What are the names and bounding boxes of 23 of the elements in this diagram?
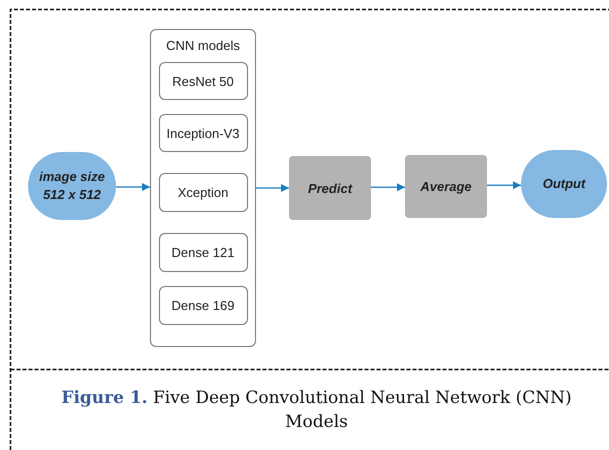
arrow (116, 183, 150, 191)
group-container (150, 29, 256, 347)
figure-caption: Figure 1. Five Deep Convolutional Neural Network (CNN) Models (60, 387, 573, 434)
process-box (158, 173, 248, 212)
process-box (405, 155, 487, 218)
node-label: Dense 169 (172, 298, 234, 313)
node-label: ResNet 50 (172, 74, 234, 88)
process-box (158, 114, 248, 152)
arrow (371, 183, 405, 192)
node-label: Dense 121 (172, 245, 234, 260)
process-box (158, 233, 248, 272)
node-label: Predict (308, 180, 352, 196)
process-box (158, 62, 248, 100)
node-label: Inception-V3 (166, 126, 240, 140)
arrow (256, 184, 289, 192)
node-label: Average (420, 179, 472, 194)
process-box (158, 286, 248, 325)
process-box (289, 156, 371, 220)
node-label: Output (542, 175, 586, 193)
arrow (487, 181, 521, 190)
node-label: image size 512 x 512 (38, 168, 106, 204)
node-label: Xception (178, 185, 228, 200)
node-label: CNN models (166, 37, 240, 55)
